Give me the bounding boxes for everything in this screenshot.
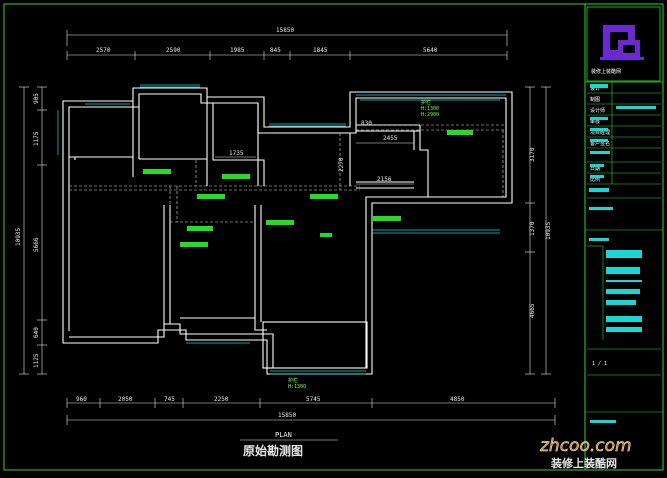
dim-left-5: 1125 [33,353,40,368]
dim-top-5: 1845 [313,47,328,54]
sheet-frame [3,3,664,471]
dim-bottom-4: 2250 [214,396,229,403]
room-labels [143,130,473,247]
dim-bottom-1: 960 [76,396,87,403]
dim-right-3: 4665 [529,303,536,318]
dim-bottom-6: 4850 [450,396,465,403]
tb-row-5: 项目经理 [590,129,610,136]
title-block: 装修上装酷网 设计 制图 设计师 审核 项目经理 客户签名 日期 比例 [585,6,663,423]
left-dimensions [19,86,47,375]
note-railing-bottom: 护栏 [288,377,298,384]
dim-bottom-2: 2050 [118,396,133,403]
top-dimensions [66,30,508,60]
tb-row-3: 设计师 [590,107,605,114]
tb-row-8: 比例 [590,176,600,183]
room-label-10 [320,233,332,237]
note-railing-top-h1: H:1300 [421,106,439,112]
plan-title: 原始勘测图 [243,443,303,458]
tb-row-7: 日期 [590,166,600,172]
dim-left-3: 5666 [33,237,40,252]
dim-top-overall: 15850 [276,27,294,34]
dim-left-4: 640 [33,327,40,338]
dim-bottom-overall: 15850 [278,412,296,419]
dim-right-overall: 10935 [545,222,552,240]
dim-right-1: 3170 [529,147,536,162]
note-railing-bottom-h: H:1300 [288,384,306,390]
dim-2455: 2455 [383,135,398,142]
tb-row-1: 设计 [590,85,600,92]
beam-lines [69,124,506,223]
company-name: 装修上装酷网 [591,68,621,75]
room-label-7 [180,242,208,247]
room-label-5 [266,220,294,225]
dim-top-3: 1985 [230,47,245,54]
plan-label: PLAN [275,431,292,439]
note-railing-top-h2: H:2900 [421,112,439,118]
dim-left-2: 1175 [33,131,40,146]
sheet-number: 1 / 1 [592,361,607,367]
dim-top-1: 2570 [96,47,111,54]
dim-bottom-5: 5745 [306,396,321,403]
dim-1735: 1735 [229,150,244,157]
dim-right-2: 1370 [529,221,536,236]
room-label-6 [187,226,213,231]
watermark: zhcoo.com 装修上装酷网 [539,436,632,470]
tb-row-6: 客户签名 [590,140,610,147]
dim-830: 830 [361,120,372,127]
room-label-1 [143,169,171,174]
dim-top-2: 2590 [166,47,181,54]
dim-top-6: 5640 [423,47,438,54]
window-rails [57,84,506,375]
dim-top-4: 845 [270,47,281,54]
dim-2270: 2270 [338,157,345,172]
tb-row-2: 制图 [590,96,600,103]
room-label-8 [373,216,401,221]
room-label-4 [310,194,338,199]
right-dimensions [525,86,551,375]
room-label-3 [197,194,225,199]
watermark-logo: zhcoo.com [539,436,632,456]
watermark-text: 装修上装酷网 [550,456,617,470]
room-label-2 [222,174,250,179]
walls [62,87,513,375]
dim-2156: 2156 [377,176,392,183]
tb-row-4: 审核 [590,118,600,125]
company-logo-icon [600,25,644,60]
dim-left-1: 905 [33,93,40,104]
note-railing-top: 护栏 [421,99,431,106]
dim-bottom-3: 745 [164,396,175,403]
bottom-dimensions [66,398,556,425]
room-label-9 [447,130,473,135]
dim-left-overall: 10935 [15,228,22,246]
